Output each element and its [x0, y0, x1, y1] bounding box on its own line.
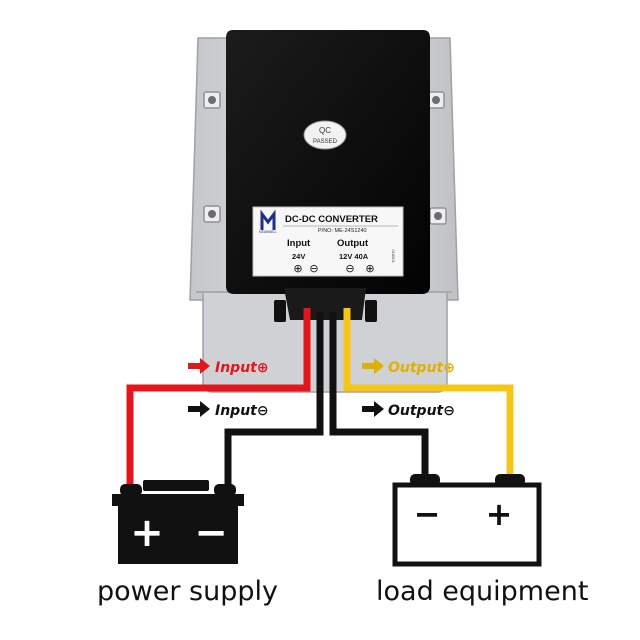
qc-sticker-line2: PASSED: [313, 139, 338, 145]
brand-text: MEANWELL: [259, 230, 277, 234]
output-positive-text: Output⊕: [388, 360, 455, 376]
arrow-black-icon: [188, 401, 210, 417]
mounting-hole-top-left-bore: [208, 96, 216, 104]
load-plus: +: [486, 495, 513, 533]
brand-logo: MEANWELL: [259, 209, 277, 234]
qc-sticker: QC PASSED: [303, 120, 347, 150]
input-negative-text: Input⊖: [215, 403, 269, 419]
label-part-number: P/NO: ME-24S1240: [318, 228, 367, 234]
battery-left-terminal-minus: [214, 484, 236, 496]
load-minus: −: [414, 495, 441, 533]
gland-cap-left: [274, 300, 286, 322]
battery-left-body: [118, 506, 238, 564]
arrow-black-icon: [362, 401, 384, 417]
wire-input-positive: [126, 308, 311, 484]
input-heading: Input: [287, 238, 311, 249]
cable-gland: [284, 288, 366, 320]
label-title: DC-DC CONVERTER: [285, 214, 378, 225]
input-minus-symbol: ⊖: [309, 262, 318, 275]
battery-power-supply-icon: + −: [112, 480, 244, 564]
output-value: 12V 40A: [339, 252, 369, 261]
load-equipment-icon: − +: [392, 474, 542, 567]
battery-left-terminal-plus: [120, 484, 142, 496]
gland-cap-right: [365, 300, 377, 322]
arrow-yellow-icon: [362, 358, 384, 374]
output-heading: Output: [337, 238, 369, 249]
battery-left-plus: +: [130, 510, 164, 556]
output-negative-text: Output⊖: [388, 403, 455, 419]
battery-left-minus: −: [194, 510, 228, 556]
output-minus-symbol: ⊖: [345, 262, 354, 275]
battery-left-lid: [112, 494, 244, 506]
input-plus-symbol: ⊕: [293, 262, 302, 275]
battery-left-cap: [143, 480, 209, 491]
qc-sticker-line1: QC: [319, 126, 331, 135]
converter-unit: QC PASSED MEANWELL DC-DC CONVERTER P/NO:…: [189, 30, 459, 393]
mounting-hole-bottom-left-bore: [208, 210, 216, 218]
arrow-red-icon: [188, 358, 210, 374]
wire-output-positive: [343, 308, 514, 482]
label-output-negative: Output⊖: [362, 401, 455, 419]
output-plus-symbol: ⊕: [365, 262, 374, 275]
spec-label: MEANWELL DC-DC CONVERTER P/NO: ME-24S124…: [252, 206, 404, 277]
wire-input-negative: [224, 312, 324, 486]
input-positive-text: Input⊕: [215, 360, 269, 376]
label-input-positive: Input⊕: [188, 358, 269, 376]
input-value: 24V: [292, 252, 305, 261]
label-output-positive: Output⊕: [362, 358, 455, 376]
mounting-hole-bottom-right-bore: [434, 212, 442, 220]
caption-load-equipment: load equipment: [376, 576, 589, 607]
label-serial: 018001: [391, 249, 396, 263]
wire-output-negative: [329, 312, 429, 482]
caption-power-supply: power supply: [97, 576, 278, 607]
mounting-hole-top-right-bore: [432, 96, 440, 104]
label-input-negative: Input⊖: [188, 401, 269, 419]
load-body: [392, 482, 542, 567]
